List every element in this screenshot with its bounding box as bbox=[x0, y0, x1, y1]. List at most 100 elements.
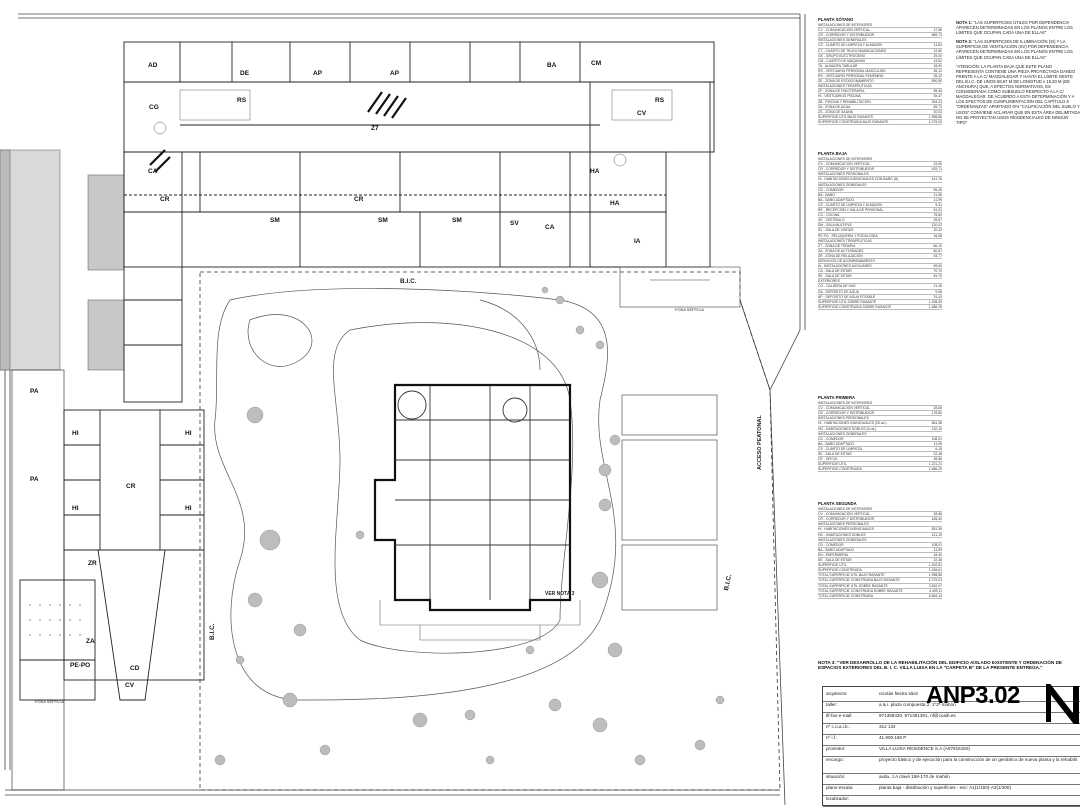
schedule-row-label: SM - SALA MÚLTIPLE bbox=[818, 223, 852, 228]
room-code-pa: PA bbox=[30, 388, 39, 395]
schedule-row-label: INSTALACIONES PERSONALES bbox=[818, 522, 869, 527]
title-block-key: nº i.f.: bbox=[826, 735, 838, 740]
room-code-cr: CR bbox=[160, 196, 170, 203]
parking-bays bbox=[153, 89, 673, 167]
schedule-row-label: TOTAL SUPERFICIE CONSTRUIDA bbox=[818, 593, 874, 598]
room-code-cd: CD bbox=[130, 665, 140, 672]
room-code-ha: HA bbox=[590, 168, 600, 175]
schedule-row-label: CV - COMUNICACIÓN VERTICAL bbox=[818, 28, 871, 33]
schedule-row-label: SUPERFICIE ÚTIL BAJO RASANTE bbox=[818, 114, 874, 119]
schedule-row-label: BA - BAÑO ADAPTADO bbox=[818, 197, 855, 202]
schedule-row-label: CV - COMUNICACIÓN VERTICAL bbox=[818, 406, 871, 411]
ramp-hatch bbox=[149, 91, 407, 173]
schedule-row-label: TOTAL SUPERFICIE ÚTIL BAJO RASANTE bbox=[818, 573, 885, 578]
title-block-value: a & i. plaza compuesta 2, 1º2ª mahón bbox=[879, 702, 956, 707]
title-block-key: arquitecto: bbox=[826, 691, 848, 696]
schedule-row-label: SV - SALA DE VISITAS bbox=[818, 228, 854, 233]
ver-nota-label: VER NOTA 3 bbox=[545, 591, 575, 597]
schedule-row-value: 49,70 bbox=[933, 274, 943, 279]
fosa-septica-right-label: FOSA SÉPTICA bbox=[675, 307, 704, 312]
schedule-row-label: ZR - ZONA DE RELAJACIÓN bbox=[818, 253, 863, 258]
schedule-row-value: 11,99 bbox=[933, 441, 942, 446]
schedule-title: PLANTA SEGUNDA bbox=[818, 501, 857, 506]
schedule-row-label: SE - SALA DE ESTAR bbox=[818, 558, 852, 563]
schedule-row: INSTALACIONES PERSONALES bbox=[818, 172, 942, 178]
schedule-row-label: CO - COCINA bbox=[818, 213, 840, 218]
schedule-row-label: CM - CUARTO DE MÁQUINAS bbox=[818, 58, 866, 63]
schedule-row-value: 108,01 bbox=[931, 436, 942, 441]
schedule-row-label: SUPERFICIE CONSTRUIDA SOBRE RASANTE bbox=[818, 304, 892, 309]
schedule-row-label: TOTAL SUPERFICIE CONSTRUIDA SOBRE RASANT… bbox=[818, 588, 903, 593]
schedule-row-label: HD - HABITACIONES DOBLES (5 ud.) bbox=[818, 426, 877, 431]
schedule-row-label: CR - CORREDOR Y DISTRIBUIDOR bbox=[818, 517, 875, 522]
schedule-row-value: 11,99 bbox=[933, 197, 942, 202]
schedule-row-value: 165,40 bbox=[931, 517, 942, 522]
title-block-row: arquitecto:nicolás fiestra sáez bbox=[823, 691, 1080, 702]
nota2-label: NOTA 2: bbox=[956, 39, 973, 45]
schedule-row-label: SUPERFICIE ÚTIL SOBRE RASANTE bbox=[818, 299, 877, 304]
room-code-ca: CA bbox=[545, 224, 555, 231]
schedule-row-value: 4.409,11 bbox=[929, 588, 942, 593]
schedule-row-label: SE - SALA DE ESTAR bbox=[818, 274, 852, 279]
schedule-row-value: 70,70 bbox=[933, 269, 943, 274]
room-code-hi: HI bbox=[185, 430, 192, 437]
schedule-row-label: INSTALACIONES TERAPÉUTICAS bbox=[818, 84, 872, 89]
schedule-title: PLANTA BAJA bbox=[818, 151, 848, 156]
schedule-row: INSTALACIONES TERAPÉUTICAS bbox=[818, 239, 942, 244]
orchard-plots bbox=[621, 394, 718, 611]
room-code-cv: CV bbox=[125, 682, 135, 689]
room-code-z7: Z7 bbox=[371, 125, 379, 132]
room-code-hi: HI bbox=[185, 505, 192, 512]
schedule-row-label: CT - CUARTO DE TELECOMUNICACIONES bbox=[818, 48, 887, 53]
schedule-row-value: 18,00 bbox=[933, 63, 943, 68]
schedule-row-value: 561,36 bbox=[931, 421, 942, 426]
schedule-row-value: 61,31 bbox=[933, 208, 943, 213]
schedule-segunda: PLANTA SEGUNDA INSTALACIONES DE INTERIOR… bbox=[818, 500, 942, 599]
schedule-row-value: 22,48 bbox=[933, 558, 943, 563]
schedule-row-value: 108,01 bbox=[931, 542, 942, 547]
notes-block: NOTA 1: "LAS SUPERFICIES ÚTILES POR DEPE… bbox=[956, 20, 1080, 125]
room-code-ba: BA bbox=[547, 62, 557, 69]
schedule-title: PLANTA PRIMERA bbox=[818, 395, 855, 400]
schedule-row-value: 1.208,05 bbox=[928, 299, 942, 304]
schedule-row-label: SE - SALA DE ESTAR bbox=[818, 452, 852, 457]
room-code-sv: SV bbox=[510, 220, 519, 227]
area-schedule-panel: PLANTA SÓTANO INSTALACIONES DE INTERIORE… bbox=[818, 16, 1080, 810]
schedule-row: HD - HABITACIONES DOBLES (5 ud.)120,10 bbox=[818, 427, 942, 432]
room-code-de: DE bbox=[240, 70, 250, 77]
title-block-key: taller: bbox=[826, 702, 838, 707]
schedule-row-label: CA - SALA DE ESTAR bbox=[818, 269, 852, 274]
room-code-ap: AP bbox=[313, 70, 323, 77]
schedule-row-label: ZE - ZONA DE ESTACIONAMIENTO bbox=[818, 79, 874, 84]
schedule-row-label: EN - ENFERMERÍA bbox=[818, 552, 848, 557]
schedule-row-label: SUPERFICIE CONSTRUIDA bbox=[818, 568, 862, 573]
schedule-row-value: 25,67 bbox=[933, 218, 943, 223]
room-code-rs: RS bbox=[655, 97, 665, 104]
schedule-row-label: CR - CORREDOR Y DISTRIBUIDOR bbox=[818, 167, 875, 172]
north-arrow-icon bbox=[1046, 684, 1079, 724]
schedule-row-value: 80,57 bbox=[933, 248, 943, 253]
schedule-row-label: HI - HABITACIONES INDIVIDUALES bbox=[818, 527, 874, 532]
title-block-value: avda. J.A clavé 158-170 de mahón bbox=[879, 774, 950, 779]
schedule-row: INSTALACIONES GENERALES bbox=[818, 432, 942, 437]
schedule-row-value: 655,71 bbox=[931, 33, 942, 38]
title-block-value: proyecto básico y de ejecución para la c… bbox=[879, 757, 1077, 762]
room-code-ap: AP bbox=[390, 70, 400, 77]
